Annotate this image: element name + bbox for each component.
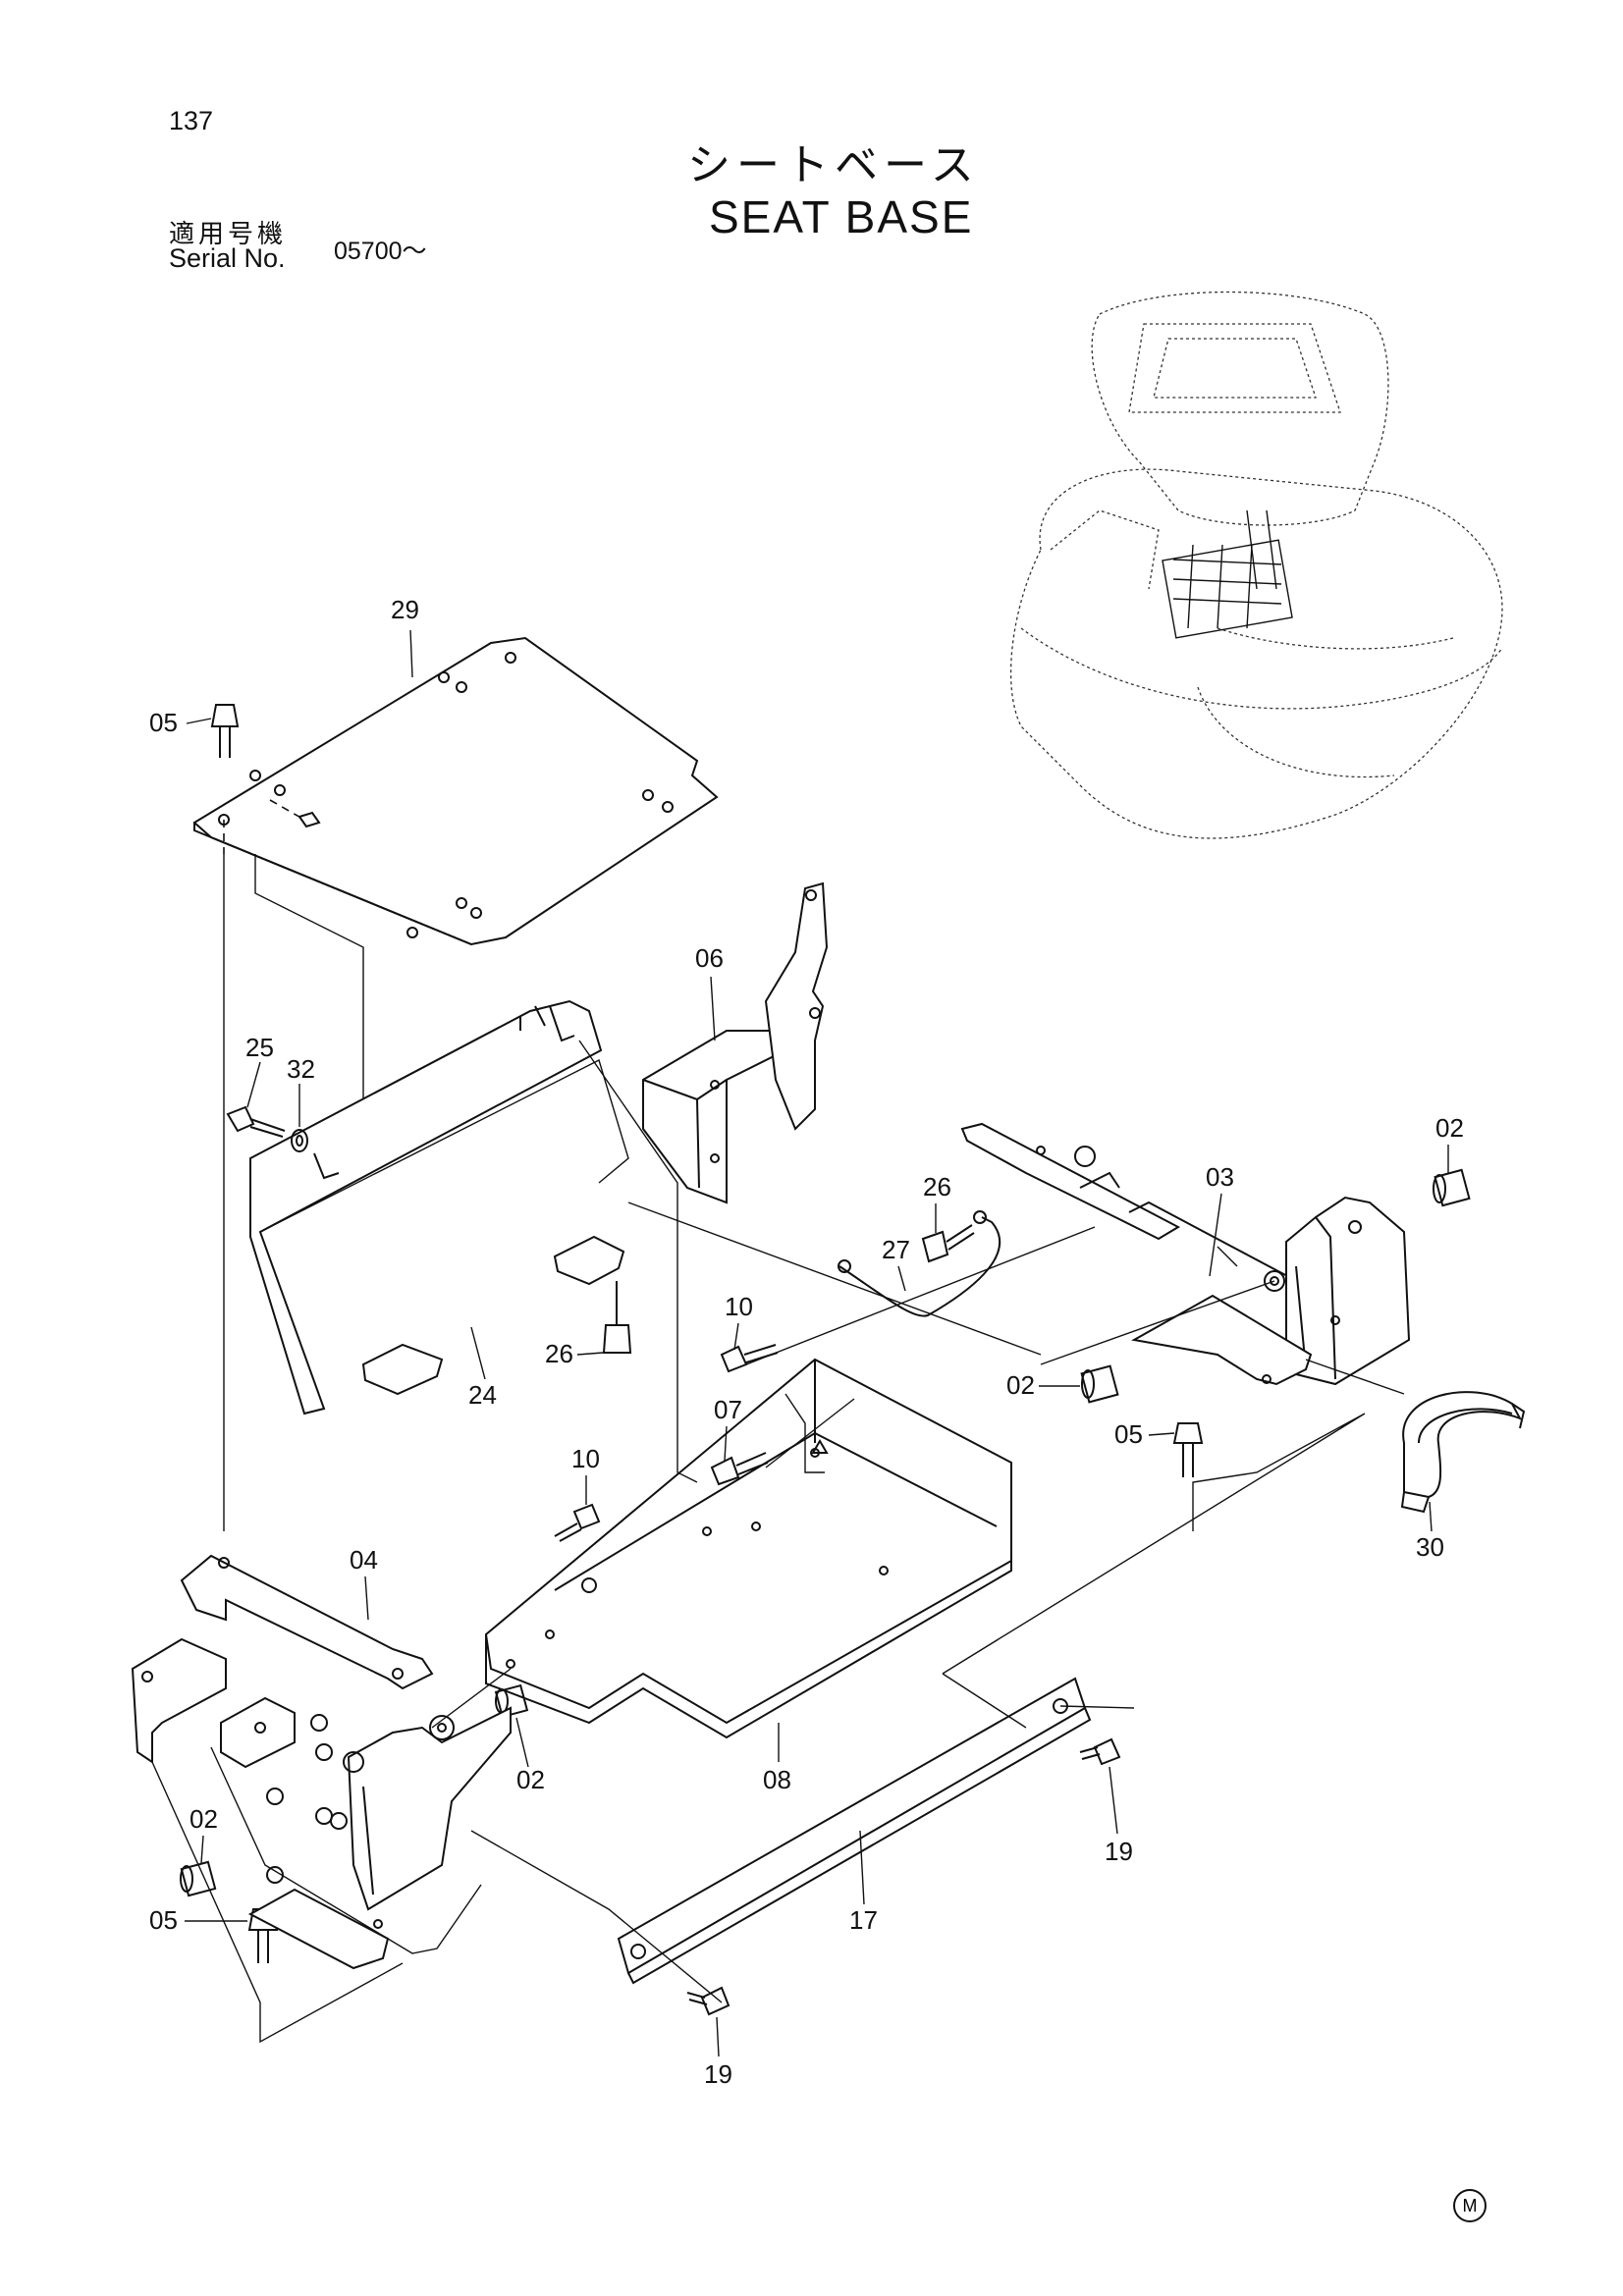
callout-19-right: 19 [1105,1837,1133,1866]
callout-26-upper: 26 [923,1172,951,1201]
assembly-lines [431,1040,1405,2003]
callout-25: 25 [245,1033,274,1062]
title-japanese: シートベース [687,140,980,190]
callout-26-lower: 26 [545,1339,573,1368]
callout-19-bottom: 19 [704,2059,732,2089]
callout-32: 32 [287,1054,315,1084]
part-04-side-frame [131,1554,512,2044]
callout-04: 04 [350,1545,378,1575]
callout-29: 29 [391,595,419,624]
callouts: 29 05 25 32 06 24 26 10 07 27 26 03 02 [149,595,1464,2089]
callout-03: 03 [1206,1162,1234,1192]
callout-05-bottom: 05 [149,1905,178,1935]
callout-06: 06 [695,943,724,973]
page-number: 137 [169,106,214,135]
part-24-front-cover [249,999,629,1415]
manufacturer-mark: M [1453,2189,1487,2222]
part-27-ground-cable [838,1210,1001,1317]
callout-08: 08 [763,1765,791,1794]
serial-value: 05700～ [334,238,427,265]
callout-07: 07 [714,1395,742,1424]
callout-02-middle: 02 [1006,1370,1035,1400]
callout-24: 24 [468,1380,497,1410]
part-26-bolt-lower [602,1281,632,1354]
part-30-trim [1400,1391,1526,1514]
callout-02-left: 02 [189,1804,218,1834]
part-29-seat-plate [192,636,719,1119]
callout-10-upper: 10 [725,1292,753,1321]
callout-02-right: 02 [1435,1113,1464,1143]
part-17-strap [617,1677,1092,1985]
callout-05-top: 05 [149,708,178,737]
callout-27: 27 [882,1235,910,1264]
serial-label-japanese: 適用号機 [169,220,288,249]
callout-10-lower: 10 [571,1444,600,1473]
title-english: SEAT BASE [709,191,974,242]
callout-02-center: 02 [516,1765,545,1794]
part-03-seat-frame [960,1122,1411,1386]
part-10-07-bolts [554,1344,779,1542]
part-25-bolt-and-32-washer [226,1105,308,1152]
serial-label-english: Serial No. [169,243,286,273]
overview-inset [1009,291,1503,839]
part-06-bracket [642,881,829,1204]
callout-05-right: 05 [1114,1419,1143,1449]
part-02-bushings [180,1168,1471,1897]
part-19-bolts [686,1737,1121,2016]
callout-17: 17 [849,1905,878,1935]
callout-30: 30 [1416,1532,1444,1562]
part-08-base-tray [485,1358,1012,1739]
